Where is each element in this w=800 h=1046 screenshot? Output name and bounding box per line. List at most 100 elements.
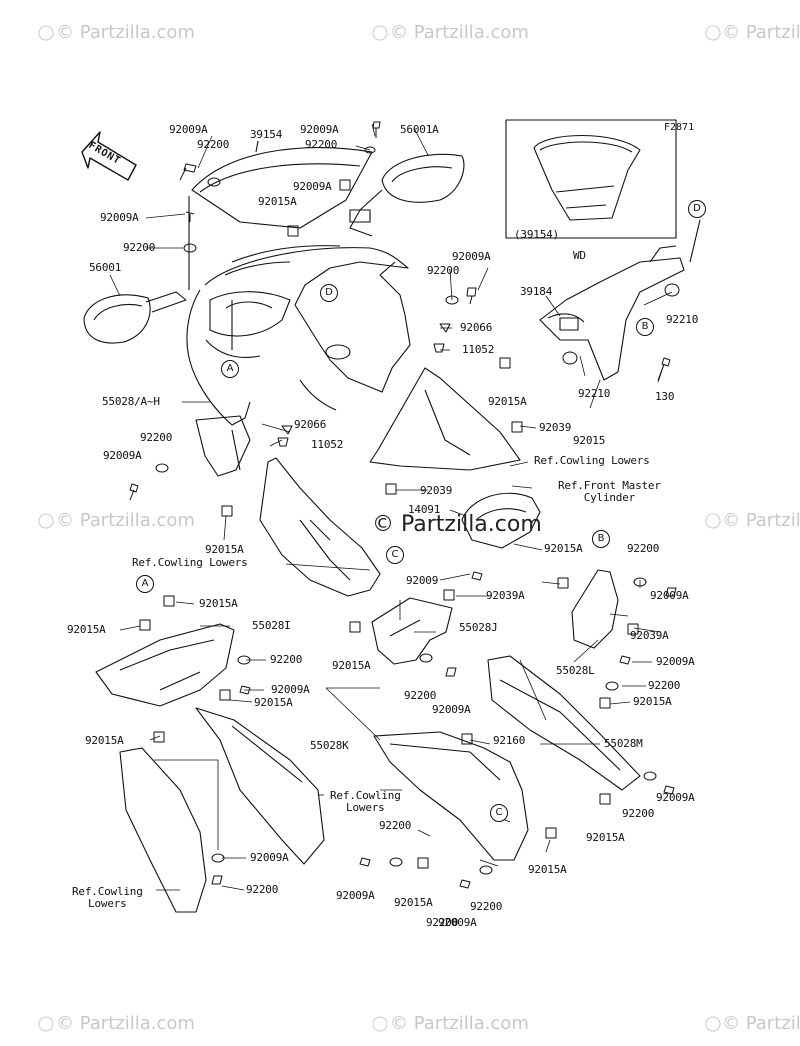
inner-panel-j [371, 597, 453, 665]
part-label: 92009A [100, 211, 139, 224]
part-label: 92009A [250, 851, 289, 864]
part-label: 55028J [459, 621, 498, 634]
inset-windscreen [533, 134, 641, 221]
watermark: © Partzilla.com [390, 1013, 529, 1034]
mid-cowl-part [369, 367, 521, 471]
lower-fairing-m [487, 655, 641, 791]
watermark: © Partzilla.com [722, 1013, 800, 1034]
callout-b: B [592, 530, 610, 548]
part-label: 92015A [586, 831, 625, 844]
upper-cowling-part [186, 196, 411, 426]
windscreen-part [191, 140, 373, 229]
mirror-left [83, 291, 187, 344]
part-label: 92009A [169, 123, 208, 136]
part-label: 92066 [294, 418, 327, 431]
part-label: 92009A [438, 916, 477, 929]
part-label: 92200 [648, 679, 681, 692]
callout-c: C [386, 546, 404, 564]
part-label: 55028K [310, 739, 349, 752]
part-label: 92015 [573, 434, 606, 447]
part-label: 11052 [311, 438, 344, 451]
part-label: 92015A [528, 863, 567, 876]
part-label: 92039 [420, 484, 453, 497]
part-label: 92015A [85, 734, 124, 747]
callout-d: D [688, 200, 706, 218]
watermark: © Partzilla.com [56, 1013, 195, 1034]
part-label: 92009 [406, 574, 439, 587]
lower-fairing-left [119, 707, 325, 913]
part-label: 92015A [254, 696, 293, 709]
part-label: 92066 [460, 321, 493, 334]
cover-l-part [571, 569, 619, 649]
part-label: 92009A [300, 123, 339, 136]
ref-note: Ref.Cowling Lowers [330, 789, 401, 814]
part-label: 92200 [140, 431, 173, 444]
part-label: 55028L [556, 664, 595, 677]
front-arrow-icon [81, 131, 137, 181]
part-label: 11052 [462, 343, 495, 356]
watermark: © Partzilla.com [390, 22, 529, 43]
inner-cover-part [461, 492, 541, 549]
part-label: 92200 [197, 138, 230, 151]
part-label: 92009A [650, 589, 689, 602]
lower-panel-i [95, 623, 235, 707]
callout-d: D [320, 284, 338, 302]
part-label: 92009A [336, 889, 375, 902]
part-label: 56001 [89, 261, 122, 274]
part-label: 92009A [271, 683, 310, 696]
ref-note: Ref.Cowling Lowers [534, 454, 650, 467]
part-label: 92009A [656, 791, 695, 804]
ref-note: Ref.Cowling Lowers [132, 556, 248, 569]
part-label: 92200 [305, 138, 338, 151]
part-label: 92039A [486, 589, 525, 602]
part-label: 55028M [604, 737, 643, 750]
hardware-fasteners [129, 121, 680, 889]
watermark-center: © Partzilla.com [372, 512, 542, 537]
part-label: 92200 [270, 653, 303, 666]
part-label: 92015A [258, 195, 297, 208]
part-label: 92015A [205, 543, 244, 556]
part-label: 92009A [432, 703, 471, 716]
cowl-bracket-part [539, 219, 701, 381]
callout-a: A [136, 575, 154, 593]
part-label: 92015A [332, 659, 371, 672]
part-label: 92210 [666, 313, 699, 326]
part-label: 92009A [452, 250, 491, 263]
part-label: 92200 [404, 689, 437, 702]
part-label: 55028/A~H [102, 395, 160, 408]
part-label: 92200 [123, 241, 156, 254]
part-label: 92039 [539, 421, 572, 434]
lower-fairing-k [373, 731, 529, 861]
callout-c: C [490, 804, 508, 822]
inset-part-label: (39154) [514, 228, 559, 241]
part-label: 92160 [493, 734, 526, 747]
part-label: 92009A [293, 180, 332, 193]
part-label: 14091 [408, 503, 441, 516]
part-label: 92015A [488, 395, 527, 408]
watermark: © Partzilla.com [56, 510, 195, 531]
mirror-right [349, 153, 465, 237]
part-label: 92200 [470, 900, 503, 913]
part-label: 92200 [622, 807, 655, 820]
part-label: 92200 [379, 819, 412, 832]
part-label: 92015A [394, 896, 433, 909]
inset-box [505, 119, 677, 239]
watermark: © Partzilla.com [722, 510, 800, 531]
part-label: 130 [655, 390, 675, 403]
ref-note: Ref.Front Master Cylinder [558, 479, 661, 504]
part-label: 56001A [400, 123, 439, 136]
watermark-marks [38, 25, 721, 1032]
part-label: 92039A [630, 629, 669, 642]
part-label: 39184 [520, 285, 553, 298]
side-panel-left [259, 457, 381, 597]
watermark: © Partzilla.com [56, 22, 195, 43]
part-label: 92200 [246, 883, 279, 896]
watermark: © Partzilla.com [722, 22, 800, 43]
part-label: 92200 [426, 916, 459, 929]
inset-variant-label: WD [573, 249, 586, 262]
leader-lines [109, 123, 673, 891]
side-cowl-upper [195, 415, 251, 477]
callout-b: B [636, 318, 654, 336]
